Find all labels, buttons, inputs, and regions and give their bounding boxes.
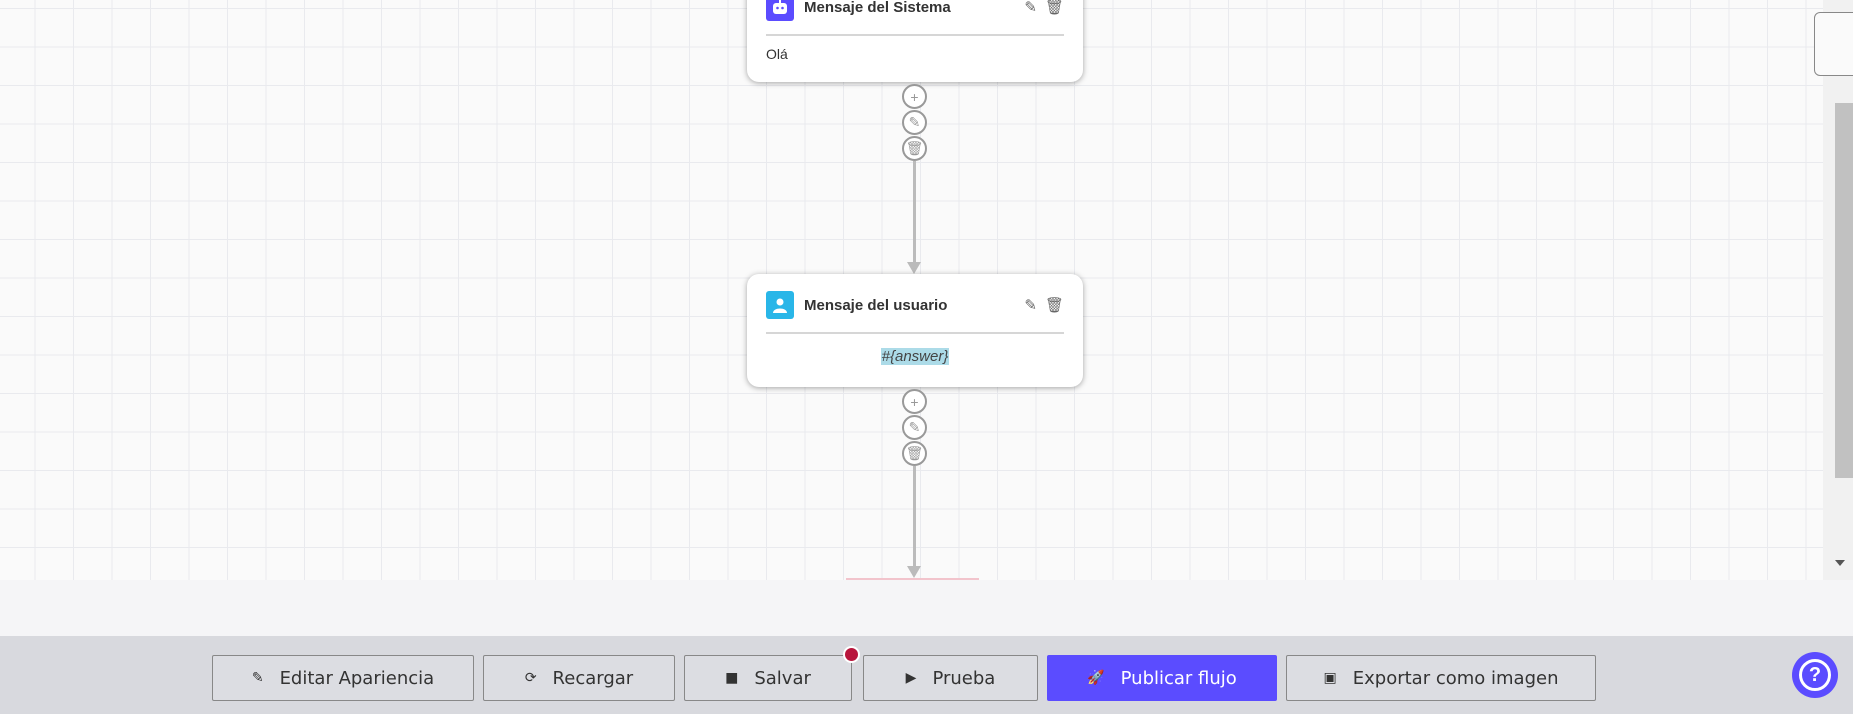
- delete-node-icon[interactable]: 🗑: [1044, 0, 1064, 16]
- delete-node-icon[interactable]: 🗑: [1044, 297, 1064, 314]
- test-button[interactable]: ▶Prueba: [863, 655, 1038, 701]
- edit-node-icon[interactable]: ✎: [1024, 297, 1037, 314]
- export-image-button[interactable]: ▣Exportar como imagen: [1286, 655, 1596, 701]
- image-icon: ▣: [1323, 670, 1337, 686]
- help-button[interactable]: ?: [1792, 652, 1838, 698]
- scrollbar-thumb[interactable]: [1835, 103, 1853, 478]
- delete-connection-icon[interactable]: 🗑: [902, 136, 927, 161]
- flow-canvas[interactable]: Mensaje del Sistema ✎ 🗑 Olá + ✎ 🗑 Mensaj…: [0, 0, 1823, 580]
- connector-line: [913, 466, 916, 570]
- minimap-panel[interactable]: [1814, 12, 1853, 76]
- robot-icon: [766, 0, 794, 21]
- rocket-icon: 🚀: [1087, 670, 1105, 686]
- connector-arrow: [907, 566, 921, 578]
- node-title: Mensaje del Sistema: [804, 0, 951, 16]
- delete-connection-icon[interactable]: 🗑: [902, 441, 927, 466]
- play-icon: ▶: [905, 670, 917, 686]
- question-icon: ?: [1799, 659, 1831, 691]
- save-button[interactable]: ■Salvar: [684, 655, 852, 701]
- vertical-scrollbar[interactable]: [1823, 0, 1853, 580]
- edit-node-icon[interactable]: ✎: [1024, 0, 1037, 16]
- add-node-icon[interactable]: +: [902, 84, 927, 109]
- node-body: Olá: [766, 46, 788, 62]
- unsaved-changes-dot: [843, 646, 860, 663]
- reload-button[interactable]: ⟳Recargar: [483, 655, 675, 701]
- node-user-message[interactable]: Mensaje del usuario ✎ 🗑 #{answer}: [747, 274, 1083, 387]
- node-header: Mensaje del usuario ✎ 🗑: [766, 278, 1064, 334]
- floppy-icon: ■: [725, 670, 739, 686]
- next-node-edge: [846, 578, 979, 580]
- connector-line: [913, 161, 916, 263]
- publish-flow-button[interactable]: 🚀Publicar flujo: [1047, 655, 1277, 701]
- edit-connection-icon[interactable]: ✎: [902, 110, 927, 135]
- edit-appearance-button[interactable]: ✎Editar Apariencia: [212, 655, 474, 701]
- node-system-message[interactable]: Mensaje del Sistema ✎ 🗑 Olá: [747, 0, 1083, 82]
- add-node-icon[interactable]: +: [902, 389, 927, 414]
- scroll-down-icon[interactable]: [1835, 560, 1845, 566]
- node-body: #{answer}: [880, 348, 950, 365]
- node-title: Mensaje del usuario: [804, 296, 948, 314]
- footer-toolbar: ✎Editar Apariencia ⟳Recargar ■Salvar ▶Pr…: [0, 636, 1853, 714]
- node-header: Mensaje del Sistema ✎ 🗑: [766, 0, 1064, 36]
- edit-connection-icon[interactable]: ✎: [902, 415, 927, 440]
- refresh-icon: ⟳: [524, 670, 537, 686]
- connector-arrow: [907, 262, 921, 274]
- edit-icon: ✎: [251, 670, 264, 686]
- user-icon: [766, 291, 794, 319]
